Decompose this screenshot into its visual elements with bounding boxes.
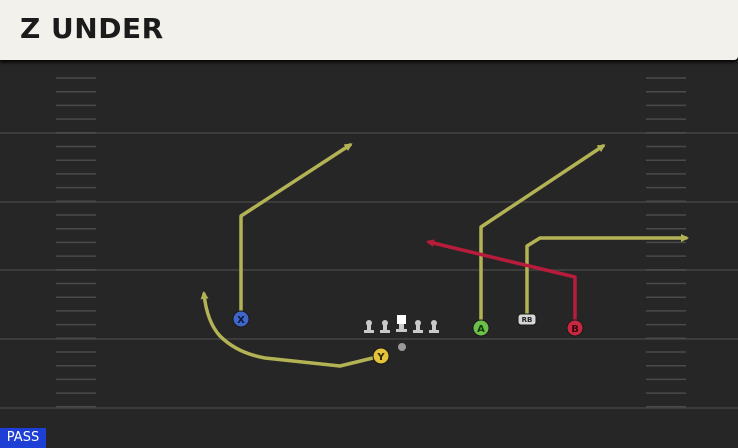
play-title-text: Z UNDER <box>20 12 164 45</box>
center-square-icon <box>396 315 407 332</box>
lineman-t-icon <box>364 320 374 333</box>
player-y-label: Y <box>376 352 385 363</box>
yard-lines <box>0 132 738 409</box>
player-x-label: X <box>237 315 245 326</box>
hash-marks-right <box>646 77 686 408</box>
player-a[interactable]: A <box>472 319 490 337</box>
player-b-label: B <box>571 324 579 335</box>
player-rb-label: RB <box>522 316 533 324</box>
player-y[interactable]: Y <box>372 347 390 365</box>
play-title-bar-overlay: Z UNDER <box>0 0 738 60</box>
offensive-line <box>364 315 439 333</box>
qb-dot-icon <box>398 343 406 351</box>
player-rb[interactable]: RB <box>517 313 537 326</box>
lineman-t-icon <box>380 320 390 333</box>
route-x-post <box>239 143 353 321</box>
lineman-t-icon <box>429 320 439 333</box>
route-b-under <box>426 239 577 330</box>
route-a-corner <box>479 144 606 330</box>
routes <box>200 143 689 368</box>
player-x[interactable]: X <box>232 310 250 328</box>
route-y-wheel <box>200 291 383 368</box>
lineman-t-icon <box>413 320 423 333</box>
player-b[interactable]: B <box>566 319 584 337</box>
player-a-label: A <box>477 324 485 335</box>
hash-marks-left <box>56 77 96 408</box>
route-rb-out <box>525 234 689 321</box>
play-type-badge: PASS <box>0 428 46 448</box>
